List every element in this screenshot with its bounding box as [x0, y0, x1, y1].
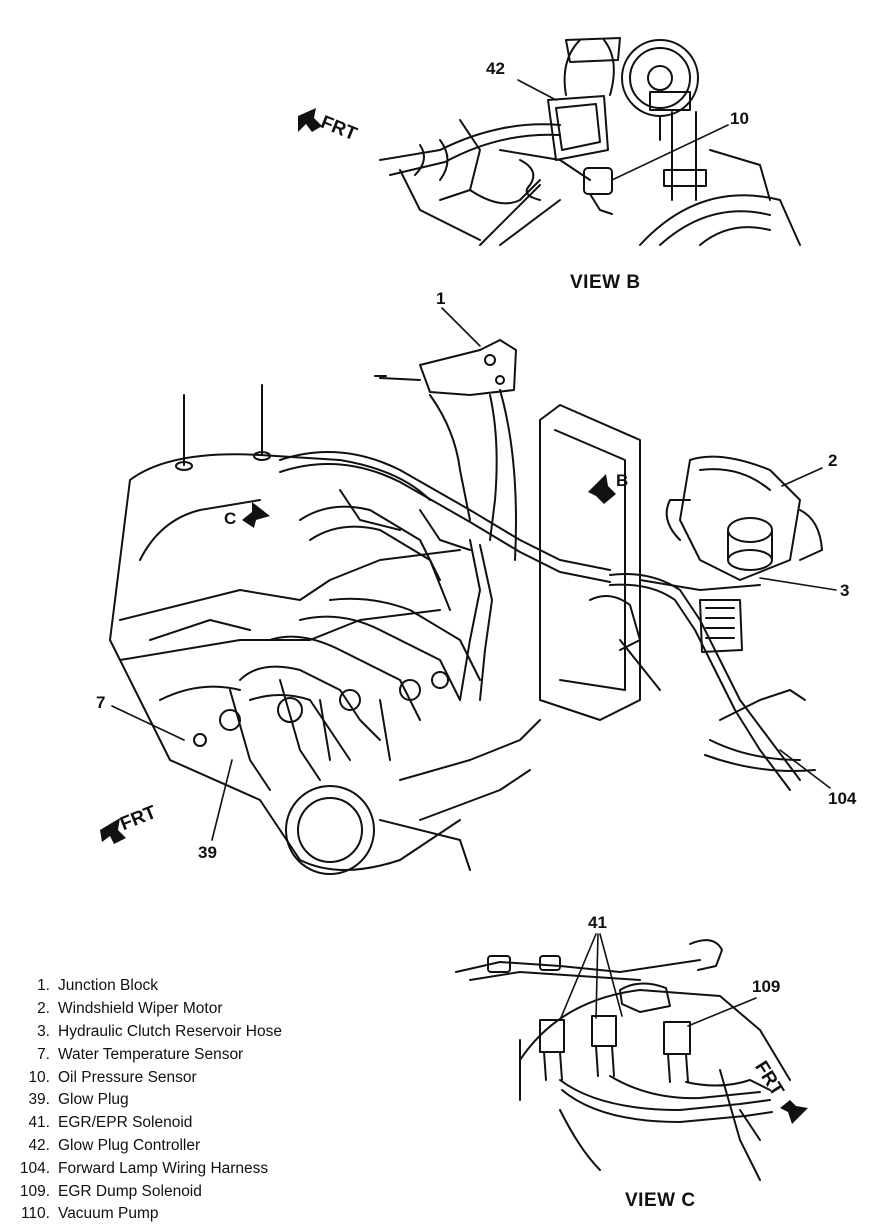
legend-item-label: Windshield Wiper Motor [58, 1000, 223, 1018]
callout-104: 104 [828, 789, 857, 808]
legend-item-label: Junction Block [58, 977, 158, 995]
legend-item-number: 1. [37, 977, 50, 995]
main-engine-drawing [109, 339, 823, 875]
legend-item: 3. Hydraulic Clutch Reservoir Hose [10, 1021, 370, 1044]
view-c-drawing [455, 939, 791, 1181]
callout-41: 41 [588, 913, 607, 932]
legend-item-number: 110. [20, 1205, 50, 1223]
view-c-title: VIEW C [625, 1190, 696, 1211]
legend-item: 10. Oil Pressure Sensor [10, 1066, 370, 1089]
direction-arrows [100, 108, 808, 1124]
legend-item-number: 2. [37, 1000, 50, 1018]
legend-item: 7. Water Temperature Sensor [10, 1043, 370, 1066]
legend-item: 2. Windshield Wiper Motor [10, 998, 370, 1021]
frt-arrow-top [298, 108, 322, 132]
legend-item-number: 3. [37, 1022, 50, 1040]
legend-item: 104. Forward Lamp Wiring Harness [10, 1157, 370, 1180]
legend-item-label: Forward Lamp Wiring Harness [58, 1159, 269, 1177]
legend-item: 42. Glow Plug Controller [10, 1135, 370, 1158]
legend-item: 110. Vacuum Pump [10, 1203, 370, 1226]
callout-7: 7 [96, 693, 106, 712]
legend-item-number: 104. [19, 1159, 50, 1177]
view-c-arrow-letter: C [224, 509, 237, 528]
callout-2: 2 [828, 451, 838, 470]
callout-39: 39 [198, 843, 217, 862]
view-b-title: VIEW B [570, 272, 641, 293]
parts-legend: 1. Junction Block 2. Windshield Wiper Motor… [10, 975, 370, 1226]
view-c-arrow-head [242, 502, 270, 528]
legend-item: 39. Glow Plug [10, 1089, 370, 1112]
legend-item-label: Hydraulic Clutch Reservoir Hose [58, 1022, 282, 1040]
callout-109: 109 [752, 977, 781, 996]
legend-item-number: 42. [28, 1136, 50, 1154]
leader-lines [111, 79, 837, 1027]
callout-3: 3 [840, 581, 850, 600]
frt-arrow-main [100, 818, 126, 844]
legend-item-number: 109. [19, 1182, 50, 1200]
legend-item-label: EGR/EPR Solenoid [58, 1114, 193, 1132]
view-b-arrow-letter: B [616, 471, 629, 490]
view-b-arrow-head [588, 474, 616, 504]
legend-item-number: 7. [37, 1045, 50, 1063]
legend-item-label: Oil Pressure Sensor [58, 1068, 197, 1086]
legend-item: 109. EGR Dump Solenoid [10, 1180, 370, 1203]
legend-item-label: Vacuum Pump [58, 1205, 159, 1223]
callout-10: 10 [730, 109, 749, 128]
legend-item-number: 41. [28, 1114, 50, 1132]
legend-item-label: Glow Plug [58, 1091, 129, 1109]
legend-item-label: Water Temperature Sensor [58, 1045, 244, 1063]
frt-arrow-view-c [780, 1100, 808, 1124]
callout-42: 42 [486, 59, 505, 78]
legend-item-label: Glow Plug Controller [58, 1136, 201, 1154]
view-b-drawing [379, 37, 801, 246]
legend-item: 1. Junction Block [10, 975, 370, 998]
legend-item-number: 39. [28, 1091, 50, 1109]
callout-1: 1 [436, 289, 446, 308]
legend-item: 41. EGR/EPR Solenoid [10, 1112, 370, 1135]
legend-item-number: 10. [28, 1068, 50, 1086]
legend-item-label: EGR Dump Solenoid [58, 1182, 202, 1200]
